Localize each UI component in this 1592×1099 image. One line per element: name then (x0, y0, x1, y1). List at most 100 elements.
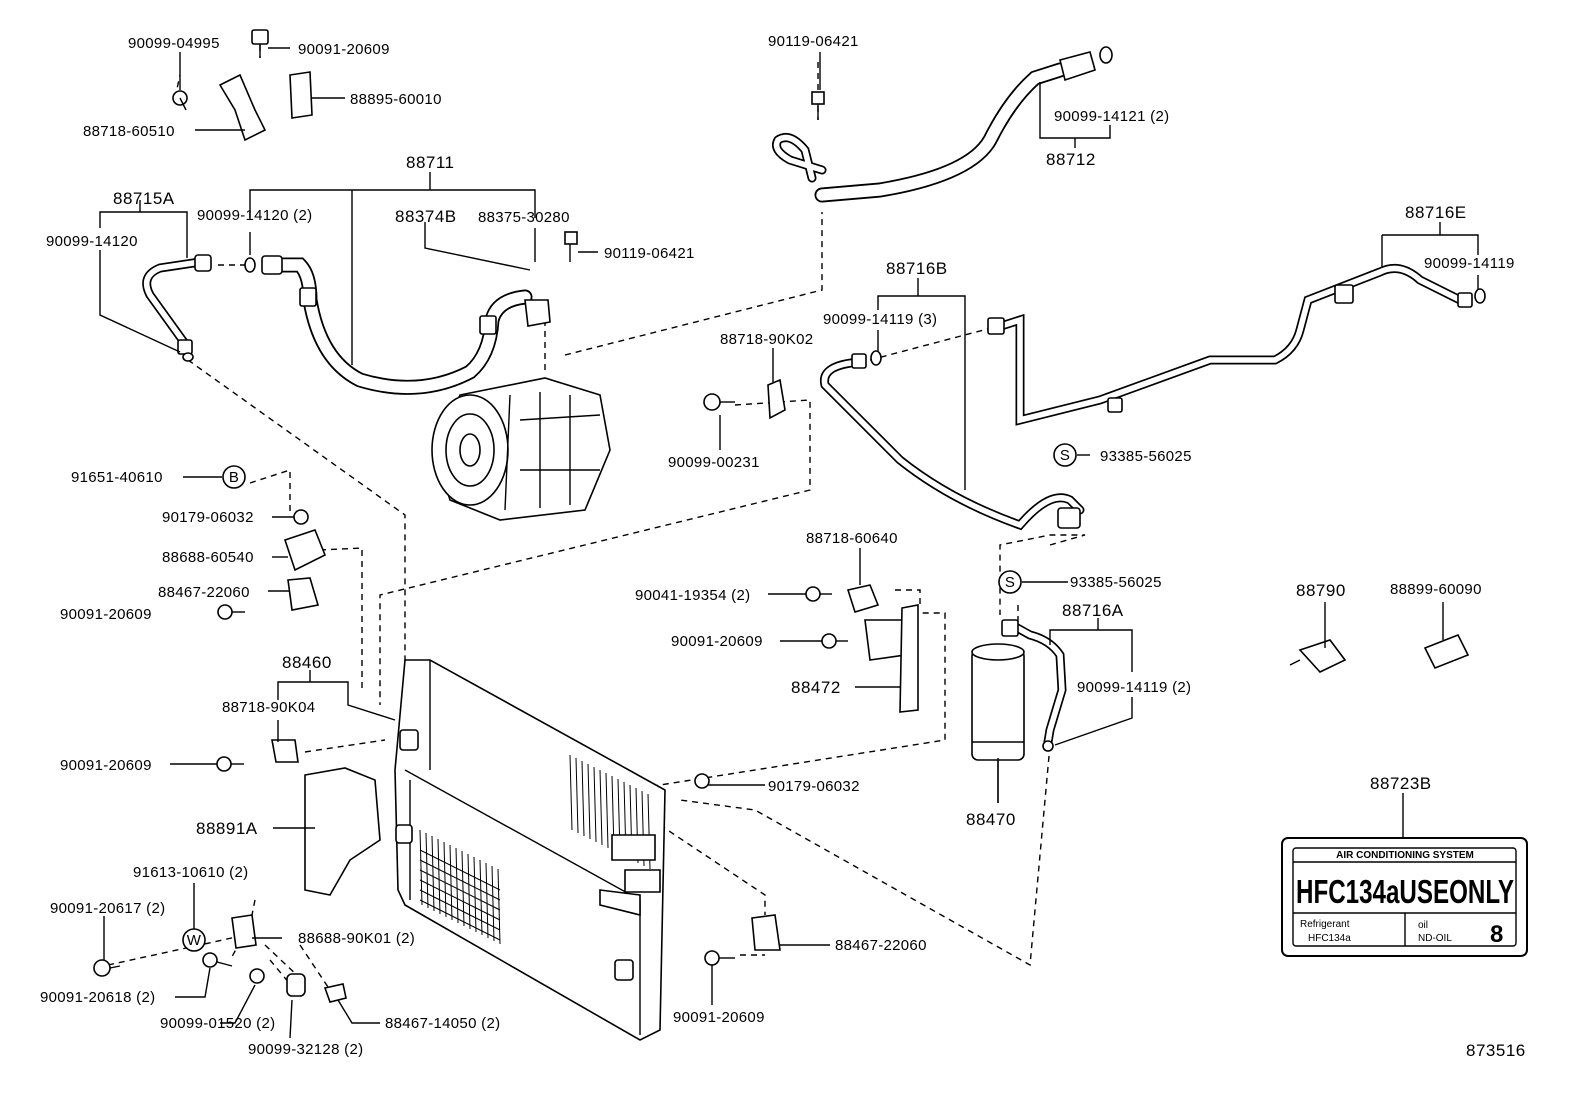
part-label: 88467-14050 (2) (385, 1015, 500, 1032)
condenser-fin (497, 868, 501, 945)
bolt-icon-5 (703, 393, 735, 411)
label-plate-main: HFC134aUSEONLY (1296, 873, 1514, 910)
part-label: 88718-90K04 (222, 699, 315, 716)
part-label: 88715A (113, 189, 175, 208)
condenser-fin (581, 760, 585, 837)
bolt-icon-2 (251, 29, 269, 58)
clamp-88895-60010 (289, 71, 313, 119)
part-label: 88467-22060 (158, 584, 250, 601)
label-plate-refrigerant-value: HFC134a (1308, 933, 1351, 944)
bolt-icon-12 (704, 950, 735, 966)
svg-text:S: S (1060, 447, 1070, 464)
condenser-fin (455, 847, 459, 924)
bolt-icon-1 (172, 90, 188, 111)
part-label: 90099-14119 (1424, 255, 1515, 272)
pressure-switch-88790 (1298, 639, 1347, 673)
bracket-88472 (899, 604, 919, 713)
condenser-fin (419, 869, 501, 911)
bracket-88467-22060 (287, 577, 320, 611)
part-label: 88712 (1046, 150, 1096, 169)
part-label: 90099-01520 (2) (160, 1015, 275, 1032)
part-label: 90099-14120 (46, 233, 138, 250)
bolt-icon-8 (805, 586, 832, 602)
part-label: 90091-20609 (673, 1009, 765, 1026)
o-ring-icon-4 (1474, 288, 1486, 304)
part-label: 88716E (1405, 203, 1467, 222)
part-label: 90041-19354 (2) (635, 587, 750, 604)
part-label: 88716A (1062, 601, 1124, 620)
part-label: 88790 (1296, 581, 1346, 600)
part-label: 88472 (791, 678, 841, 697)
washer-icon (249, 968, 265, 984)
marker-S-icon-1: S (1053, 443, 1077, 467)
part-label: 90179-06032 (768, 778, 860, 795)
condenser-fin (569, 754, 573, 831)
part-number-labels: 90099-04995 90091-20609 88895-60010 8871… (40, 33, 1526, 1060)
marker-S-icon-2: S (998, 570, 1022, 594)
bolt-icon-3 (811, 91, 825, 120)
condenser-fin (419, 899, 501, 941)
part-label: 88467-22060 (835, 937, 927, 954)
condenser-fin (419, 889, 501, 931)
marker-W-icon: W (182, 928, 206, 952)
bracket-88891A (304, 767, 381, 896)
condenser-illustration (394, 659, 666, 1041)
label-plate-oil-amount: 8 (1490, 921, 1503, 948)
part-label: 90091-20609 (671, 633, 763, 650)
condenser-fin (479, 859, 483, 936)
part-label: 88375-30280 (478, 209, 570, 226)
part-label: 88374B (395, 207, 457, 226)
part-label: 88470 (966, 810, 1016, 829)
condenser-fin (593, 766, 597, 843)
label-plate-oil-label: oil (1418, 920, 1428, 931)
condenser-fin (599, 769, 603, 846)
bolt-icon-4 (564, 231, 578, 262)
condenser-fin (419, 829, 423, 906)
label-plate-refrigerant-label: Refrigerant (1300, 919, 1350, 930)
clamp-88718-60640 (846, 584, 880, 613)
bracket-88688-90K01 (231, 914, 257, 949)
o-ring-icon-5 (182, 352, 194, 362)
condenser-fin (419, 879, 501, 921)
part-label: 90119-06421 (768, 33, 859, 50)
part-label: 88891A (196, 819, 258, 838)
condenser-fin (449, 844, 453, 921)
part-label: 90099-14120 (2) (197, 207, 312, 224)
condenser-fin (431, 835, 435, 912)
bolt-icon-9 (821, 633, 848, 649)
bolt-icon-14 (202, 952, 233, 968)
bracket-88688-60540 (283, 529, 327, 572)
condenser-fin (575, 757, 579, 834)
part-label: 88460 (282, 653, 332, 672)
condenser-fin (491, 865, 495, 942)
label-plate-title: AIR CONDITIONING SYSTEM (1336, 850, 1474, 861)
part-label: 88718-60510 (83, 123, 175, 140)
part-label: 93385-56025 (1070, 574, 1162, 591)
part-label: 88899-60090 (1390, 581, 1482, 598)
part-label: 90091-20609 (298, 41, 390, 58)
clamp-88472 (864, 619, 906, 661)
label-plate-88723B: AIR CONDITIONING SYSTEM HFC134aUSEONLY R… (1281, 837, 1528, 957)
figure-number: 873516 (1466, 1041, 1526, 1060)
receiver-drier (971, 643, 1025, 803)
condenser-fin (461, 850, 465, 927)
condenser-fin (419, 849, 501, 891)
part-label: 90179-06032 (162, 509, 254, 526)
part-label: 90099-00231 (668, 454, 760, 471)
leader-lines (99, 47, 1479, 1039)
condenser-fin (473, 856, 477, 933)
svg-text:B: B (229, 469, 239, 486)
part-label: 90091-20609 (60, 757, 152, 774)
part-label: 88688-60540 (162, 549, 254, 566)
part-label: 88723B (1370, 774, 1432, 793)
part-label: 88718-60640 (806, 530, 898, 547)
o-ring-icon-2 (1099, 46, 1113, 64)
part-label: 88718-90K02 (720, 331, 813, 348)
condenser-fin (419, 859, 501, 901)
condenser-fin (605, 772, 609, 849)
condenser-fin (425, 832, 429, 909)
condenser-fin (437, 838, 441, 915)
o-ring-icon-3 (870, 350, 882, 366)
small-parts: B S S W (93, 29, 1486, 1003)
